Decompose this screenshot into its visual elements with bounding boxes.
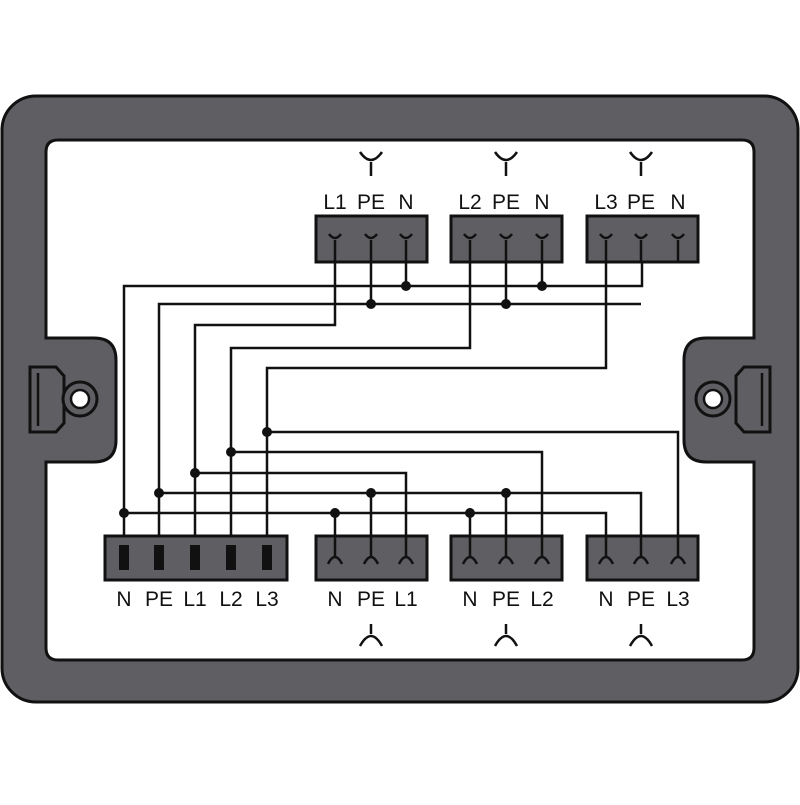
junction-dot xyxy=(537,281,547,291)
socket-contact-icon xyxy=(499,233,513,262)
terminal-icon xyxy=(226,545,236,570)
top-1-label-1: L1 xyxy=(323,191,346,214)
socket-contact-icon xyxy=(463,233,477,262)
junction-dot xyxy=(330,508,340,518)
wire-l2-top xyxy=(229,236,472,540)
input-block-body xyxy=(103,534,289,582)
wire-l3-bottom xyxy=(267,430,680,556)
junction-dot xyxy=(501,299,511,309)
top-3-label-1: L3 xyxy=(594,191,617,214)
junction-dot xyxy=(190,468,200,478)
top-output-connector-3 xyxy=(585,151,700,264)
input-label-4: L2 xyxy=(219,588,242,611)
plug-contact-icon xyxy=(326,536,344,565)
plug-contact-icon xyxy=(397,536,415,565)
bottom-3-label-2: PE xyxy=(627,588,655,611)
input-label-2: PE xyxy=(145,588,173,611)
bottom-2-label-3: L2 xyxy=(530,588,553,611)
top-output-connectors xyxy=(314,151,700,264)
socket-icon xyxy=(358,151,384,176)
top-1-label-2: PE xyxy=(357,191,385,214)
plug-icon xyxy=(493,624,519,647)
terminal-icon xyxy=(119,545,129,570)
bottom-1-label-2: PE xyxy=(357,588,385,611)
junction-dot xyxy=(366,488,376,498)
plug-contact-icon xyxy=(597,536,615,565)
wire-pe-top xyxy=(157,302,641,540)
mounting-lug-right xyxy=(694,365,772,434)
junction-dot xyxy=(501,488,511,498)
junction-dot xyxy=(366,299,376,309)
wires xyxy=(122,236,680,556)
socket-contact-icon xyxy=(599,233,613,262)
top-3-label-2: PE xyxy=(627,191,655,214)
junction-dot xyxy=(154,488,164,498)
socket-icon xyxy=(493,151,519,176)
plug-contact-icon xyxy=(632,536,650,565)
bottom-output-connector-2 xyxy=(449,534,564,647)
bottom-1-label-1: N xyxy=(327,588,342,611)
top-output-connector-1 xyxy=(314,151,429,264)
plug-icon xyxy=(628,624,654,647)
input-label-1: N xyxy=(116,588,131,611)
bottom-1-label-3: L1 xyxy=(394,588,417,611)
plug-contact-icon xyxy=(497,536,515,565)
wire-l3-top xyxy=(265,236,608,540)
bottom-output-connectors xyxy=(314,534,700,647)
enclosure-inner xyxy=(44,138,756,662)
terminal-icon xyxy=(262,545,272,570)
socket-contact-icon xyxy=(399,233,413,262)
mounting-lug-left xyxy=(28,365,99,434)
socket-contact-icon xyxy=(364,233,378,262)
top-1-label-3: N xyxy=(398,191,413,214)
socket-contact-icon xyxy=(535,233,549,262)
junctions xyxy=(119,281,547,518)
bottom-3-label-1: N xyxy=(598,588,613,611)
socket-contact-icon xyxy=(671,233,685,262)
wire-l2-bottom xyxy=(231,450,544,556)
plug-contact-icon xyxy=(533,536,551,565)
terminal-icon xyxy=(154,545,164,570)
bottom-2-label-2: PE xyxy=(492,588,520,611)
bottom-2-label-1: N xyxy=(462,588,477,611)
top-2-label-2: PE xyxy=(492,191,520,214)
enclosure xyxy=(0,94,800,704)
top-2-label-1: L2 xyxy=(458,191,481,214)
bottom-3-label-3: L3 xyxy=(666,588,689,611)
clip-icon xyxy=(28,365,66,434)
terminal-icon xyxy=(190,545,200,570)
junction-dot xyxy=(465,508,475,518)
top-2-label-3: N xyxy=(534,191,549,214)
input-label-3: L1 xyxy=(183,588,206,611)
junction-dot xyxy=(401,281,411,291)
bottom-output-connector-1 xyxy=(314,534,429,647)
junction-dot xyxy=(119,508,129,518)
terminal-labels: L1 PE N L2 PE N L3 PE N N PE L1 L2 L3 N … xyxy=(116,191,689,611)
plug-contact-icon xyxy=(461,536,479,565)
junction-dot xyxy=(226,447,236,457)
plug-contact-icon xyxy=(669,536,687,565)
clip-icon xyxy=(734,365,772,434)
input-connector-block xyxy=(103,534,289,582)
top-3-label-3: N xyxy=(670,191,685,214)
junction-dot xyxy=(262,427,272,437)
wire-l1-top xyxy=(193,236,337,540)
socket-icon xyxy=(628,151,654,176)
socket-contact-icon xyxy=(328,233,342,262)
plug-contact-icon xyxy=(362,536,380,565)
socket-contact-icon xyxy=(634,233,648,262)
bottom-output-connector-3 xyxy=(585,534,700,647)
plug-icon xyxy=(358,624,384,647)
wire-l1-bottom xyxy=(195,471,408,556)
top-output-connector-2 xyxy=(449,151,564,264)
input-label-5: L3 xyxy=(255,588,278,611)
